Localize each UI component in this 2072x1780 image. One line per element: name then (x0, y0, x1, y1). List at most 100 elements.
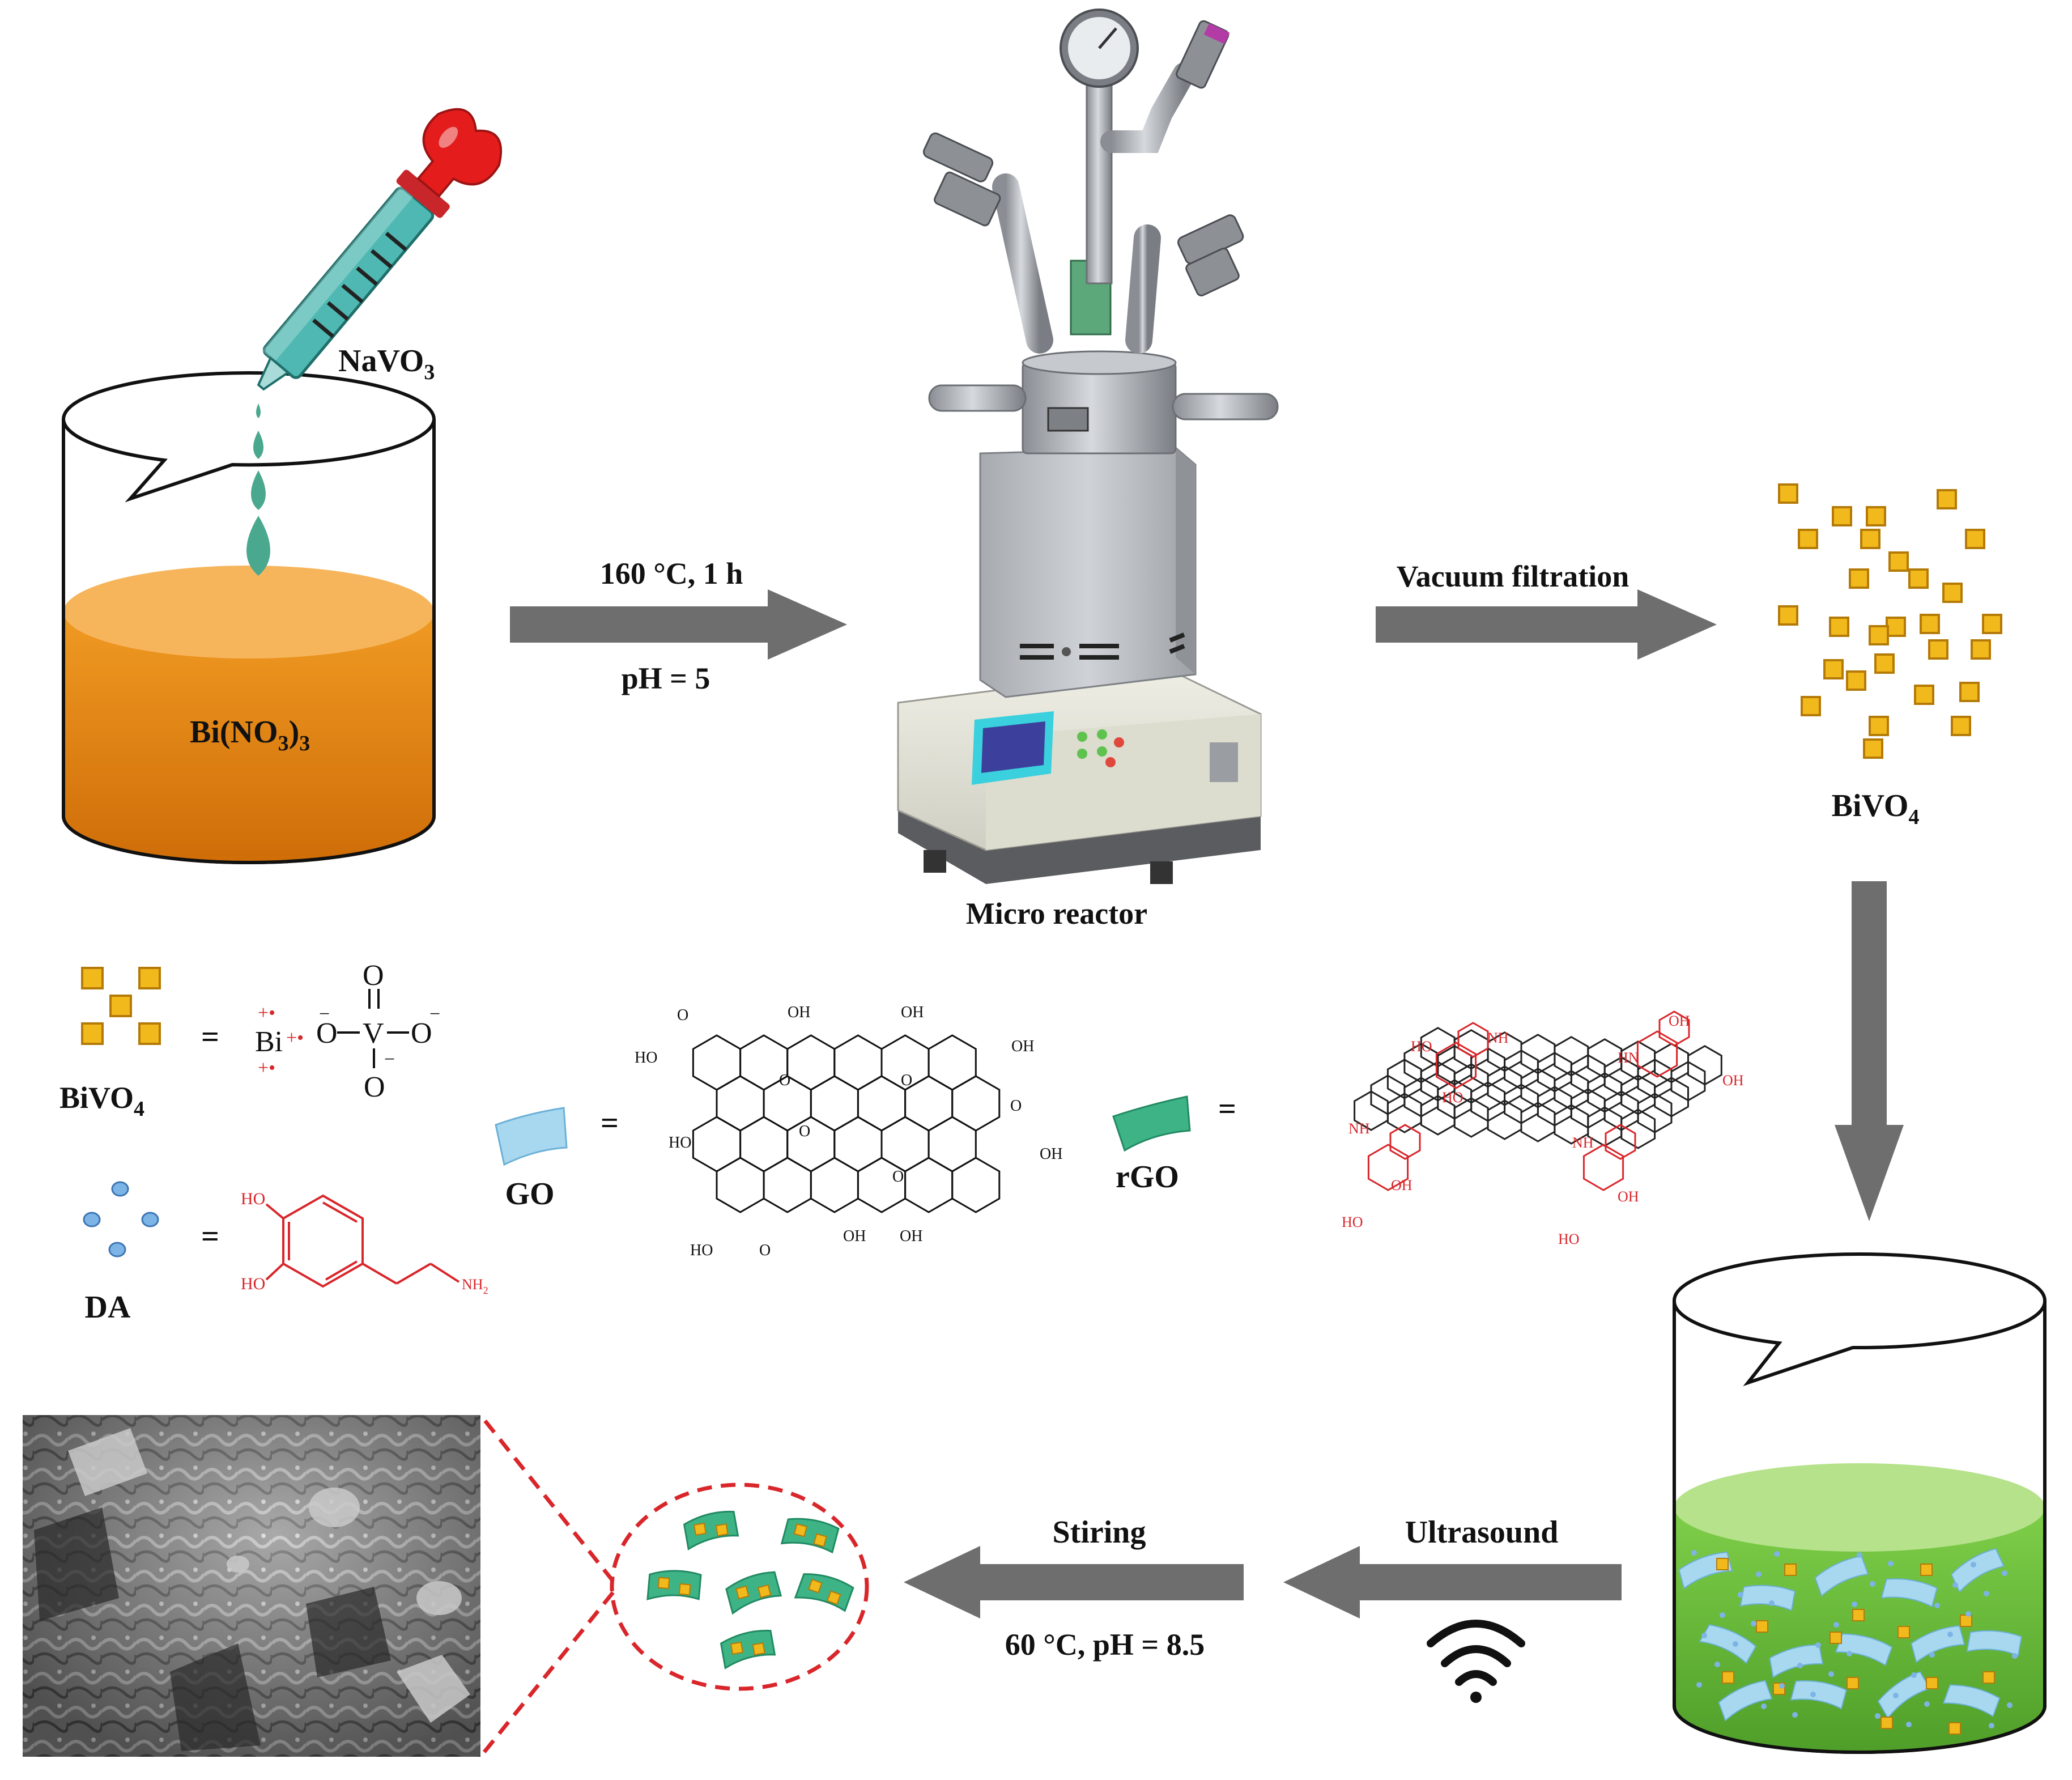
da-molecule (1691, 1550, 1697, 1556)
bivo4-particle-cluster (1778, 483, 2002, 759)
legend-go-label: GO (505, 1176, 554, 1212)
svg-text:O: O (799, 1123, 810, 1140)
svg-text:+•: +• (258, 1002, 275, 1023)
da-molecule (1720, 1612, 1725, 1618)
bivo4-particle (1860, 529, 1880, 549)
arrow-step2 (1376, 589, 1717, 660)
legend-bivo4-icon (81, 967, 161, 1045)
bivo4-particle (1784, 1564, 1797, 1576)
svg-text:HO: HO (1342, 1214, 1363, 1230)
svg-text:OH: OH (1391, 1177, 1412, 1193)
step1-condition-top: 160 °C, 1 h (600, 556, 743, 590)
svg-text:HO: HO (635, 1049, 657, 1067)
rgo-sheet (683, 1510, 739, 1550)
da-molecule (1769, 1600, 1775, 1606)
svg-text:V: V (363, 1017, 384, 1050)
legend-da-label: DA (85, 1290, 131, 1325)
bivo4-particle (1801, 696, 1821, 716)
arrow-step1 (510, 589, 847, 660)
arrow-down (1835, 881, 1904, 1221)
da-molecule (1738, 1592, 1743, 1598)
ultrasound-wave-icon (1427, 1620, 1525, 1703)
svg-text:O: O (901, 1072, 912, 1089)
zoom-line-bottom (479, 1591, 615, 1758)
bivo4-particle (1920, 614, 1940, 634)
legend-rgo-sheet (1112, 1095, 1191, 1152)
nh2-label: NH2 (462, 1276, 488, 1296)
da-molecule (1761, 1703, 1767, 1709)
svg-text:NH: NH (1487, 1030, 1509, 1046)
svg-text:O: O (364, 1071, 385, 1103)
go-sheet (1769, 1644, 1823, 1679)
bivo4-particle (1888, 551, 1909, 572)
da-molecule (1888, 1561, 1894, 1566)
svg-text:HO: HO (241, 1275, 265, 1293)
legend-rgo-label: rGO (1116, 1159, 1179, 1195)
legend-go-sheet (495, 1107, 568, 1166)
bivo4-particle (1869, 625, 1889, 645)
da-molecule (1852, 1601, 1857, 1607)
legend-bivo4-equals: = (201, 1019, 219, 1055)
da-molecule (2007, 1702, 2013, 1708)
rgo-structure (1354, 1010, 1722, 1191)
reactor-label: Micro reactor (966, 897, 1147, 931)
dopamine-structure (265, 1194, 460, 1288)
bivo4-particle (1886, 617, 1906, 637)
bivo4-particle (1914, 685, 1934, 705)
svg-text:HN: HN (1618, 1050, 1639, 1066)
da-molecule (1911, 1672, 1917, 1678)
rgo-sheet (780, 1518, 840, 1554)
bivo4-structure: Bi +• +• +• O − V O − O O − (255, 959, 440, 1103)
da-molecule (1751, 1621, 1756, 1626)
svg-text:OH: OH (1040, 1145, 1062, 1163)
step1-condition-bottom: pH = 5 (622, 661, 710, 695)
bivo4-particle (1846, 670, 1866, 691)
svg-text:OH: OH (900, 1227, 922, 1245)
da-molecule (2012, 1653, 2018, 1659)
svg-text:O: O (411, 1017, 432, 1050)
bivo4-particle (1960, 1615, 1972, 1627)
svg-text:HO: HO (690, 1242, 713, 1259)
da-molecule (1815, 1642, 1821, 1648)
svg-text:O: O (1010, 1097, 1022, 1115)
svg-text:O: O (892, 1168, 904, 1186)
bivo4-particle (1829, 617, 1849, 637)
bivo4-particle (1926, 1677, 1938, 1689)
bivo4-particle (1852, 1609, 1865, 1621)
bivo4-particle (1778, 605, 1798, 626)
svg-text:OH: OH (1722, 1072, 1744, 1089)
navo3-drops (246, 403, 270, 576)
rgo-sheet (725, 1571, 782, 1615)
bivo4-particle (1778, 483, 1798, 504)
bivo4-particle (1971, 639, 1991, 660)
product-zoom-circle (610, 1482, 869, 1691)
svg-text:O: O (759, 1242, 771, 1259)
rgo-sheet (794, 1573, 854, 1612)
step2-condition: Vacuum filtration (1397, 559, 1629, 593)
svg-text:O: O (316, 1017, 338, 1050)
svg-text:NH: NH (1348, 1120, 1370, 1137)
bivo4-particle (1823, 659, 1844, 679)
bivo4-particle (1897, 1626, 1910, 1638)
bivo4-particle (1965, 529, 1985, 549)
legend-bivo4-label: BiVO4 (59, 1081, 144, 1121)
bivo4-particle (1798, 529, 1818, 549)
legend-da-equals: = (201, 1219, 219, 1254)
bivo4-particle (1880, 1717, 1893, 1729)
legend-go-equals: = (601, 1106, 619, 1141)
svg-text:OH: OH (1011, 1038, 1034, 1055)
da-molecule (1696, 1682, 1702, 1688)
da-molecule (1756, 1571, 1762, 1577)
go-sheet (1718, 1680, 1773, 1722)
svg-text:OH: OH (843, 1227, 866, 1245)
bivo4-particle (1942, 583, 1963, 603)
da-molecule (1875, 1713, 1880, 1719)
navo3-label: NaVO3 (338, 343, 435, 384)
go-functional-groups: O HO OH OH OH O O HO O O OH O HO O OH OH (635, 1004, 1062, 1259)
stirring-condition: 60 °C, pH = 8.5 (1005, 1628, 1205, 1662)
sem-micrograph (23, 1415, 480, 1757)
bivo4-particle (1959, 682, 1980, 702)
rgo-bivo4-composite (646, 1510, 854, 1669)
